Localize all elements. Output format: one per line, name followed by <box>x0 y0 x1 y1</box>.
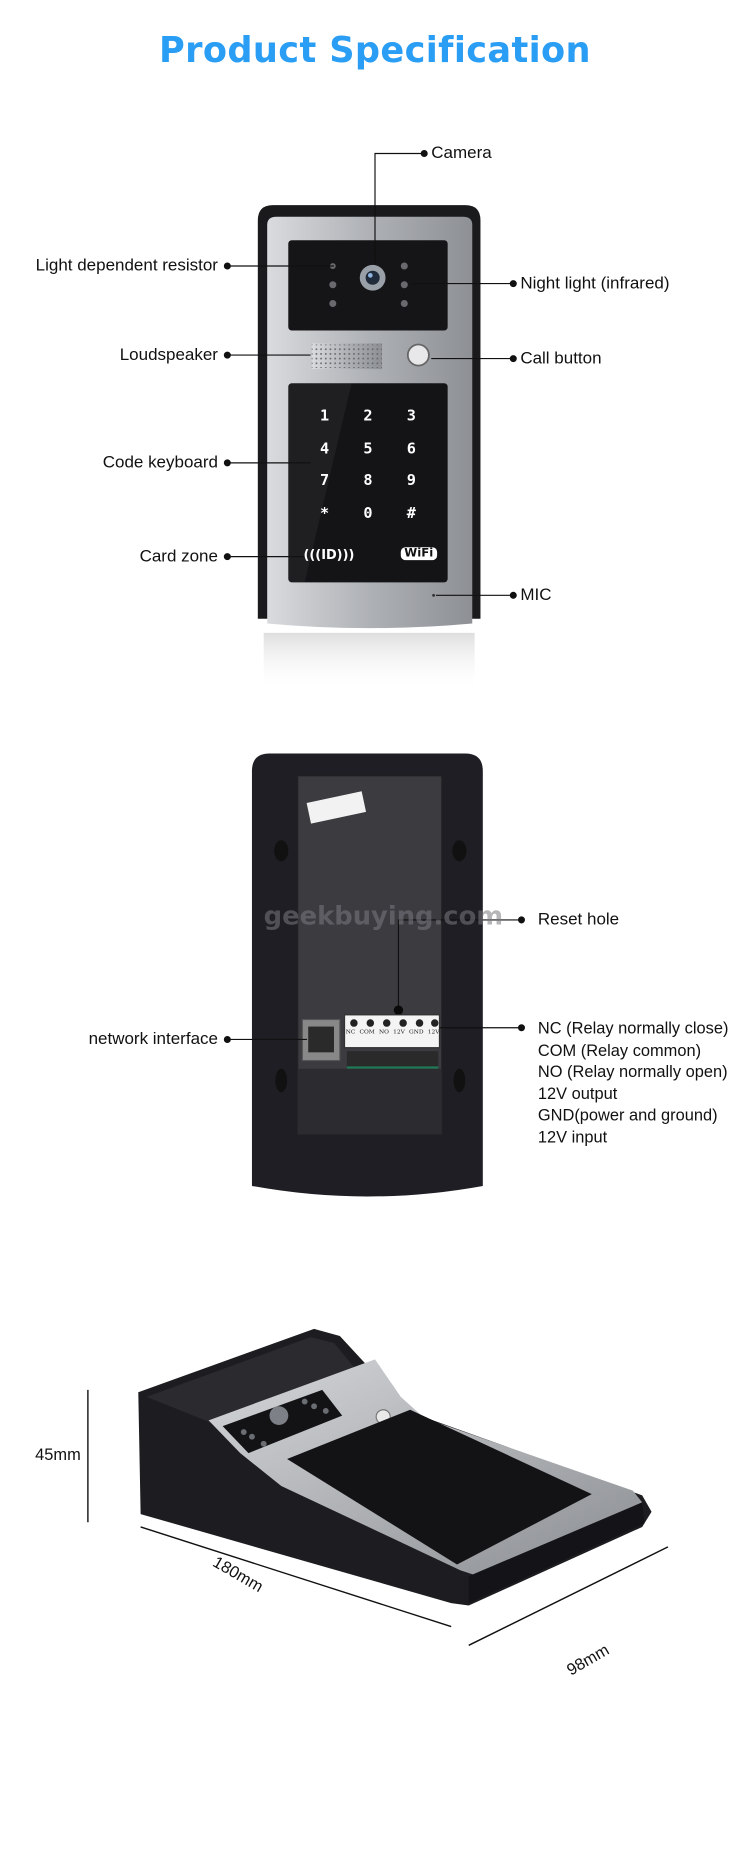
card-rfid-icon: (((ID))) <box>303 547 355 563</box>
wifi-badge-icon: WiFi <box>400 547 437 561</box>
terminal-labels: NC COM NO 12V GND 12V <box>346 1029 440 1036</box>
key-hash: # <box>406 505 416 523</box>
terminal-no: NO <box>378 1028 389 1036</box>
rear-callout-lines <box>223 916 525 1043</box>
label-light-dependent-resistor: Light dependent resistor <box>35 256 218 276</box>
label-network-interface: network interface <box>88 1030 218 1049</box>
list-item: NC (Relay normally close) <box>537 1018 729 1038</box>
terminal-com: COM <box>359 1028 375 1036</box>
dimension-height: 45mm <box>35 1444 81 1464</box>
watermark: geekbuying.com <box>263 902 504 932</box>
call-button-icon <box>406 343 430 367</box>
keypad-3d <box>287 1409 592 1565</box>
label-mic: MIC <box>520 585 552 605</box>
serial-sticker <box>306 791 367 824</box>
terminal-block <box>343 1014 441 1049</box>
terminal-gnd: GND <box>409 1028 424 1036</box>
reflection <box>263 632 475 692</box>
key-4: 4 <box>320 440 330 459</box>
terminal-12v-out: 12V <box>393 1028 405 1036</box>
list-item: 12V output <box>537 1083 618 1103</box>
key-star: * <box>320 505 330 523</box>
keypad-panel <box>288 383 448 583</box>
list-item: GND(power and ground) <box>537 1105 718 1124</box>
label-card-zone: Card zone <box>139 547 218 567</box>
mic-hole-icon <box>432 593 435 597</box>
list-item: NO (Relay normally open) <box>537 1061 728 1081</box>
key-1: 1 <box>320 407 330 426</box>
dimension-lines <box>87 1389 669 1646</box>
doorbell-3d <box>138 1328 652 1606</box>
list-item: 12V input <box>537 1126 608 1146</box>
terminal-12v-in: 12V <box>427 1028 440 1036</box>
led-icons <box>329 262 408 308</box>
label-camera: Camera <box>431 144 492 163</box>
key-0: 0 <box>363 505 373 523</box>
label-code-keyboard: Code keyboard <box>102 453 218 473</box>
key-3: 3 <box>406 407 416 426</box>
label-reset-hole: Reset hole <box>537 910 620 930</box>
label-night-light: Night light (infrared) <box>520 274 670 293</box>
key-5: 5 <box>363 440 373 459</box>
label-call-button: Call button <box>520 349 602 368</box>
key-8: 8 <box>363 472 373 490</box>
reset-hole-icon <box>393 1005 404 1015</box>
list-item: COM (Relay common) <box>537 1040 702 1059</box>
doorbell-front <box>257 205 481 692</box>
key-7: 7 <box>320 472 330 490</box>
key-9: 9 <box>406 472 416 490</box>
terminal-nc: NC <box>345 1028 356 1036</box>
doorbell-rear <box>251 753 483 1197</box>
terminal-description-list: NC (Relay normally close) COM (Relay com… <box>538 1017 729 1147</box>
label-loudspeaker: Loudspeaker <box>119 345 218 365</box>
key-2: 2 <box>363 407 373 426</box>
front-callout-lines <box>223 150 517 599</box>
key-6: 6 <box>406 440 416 459</box>
page-title: Product Specification <box>159 30 591 72</box>
terminal-screw-icons <box>350 1019 439 1027</box>
